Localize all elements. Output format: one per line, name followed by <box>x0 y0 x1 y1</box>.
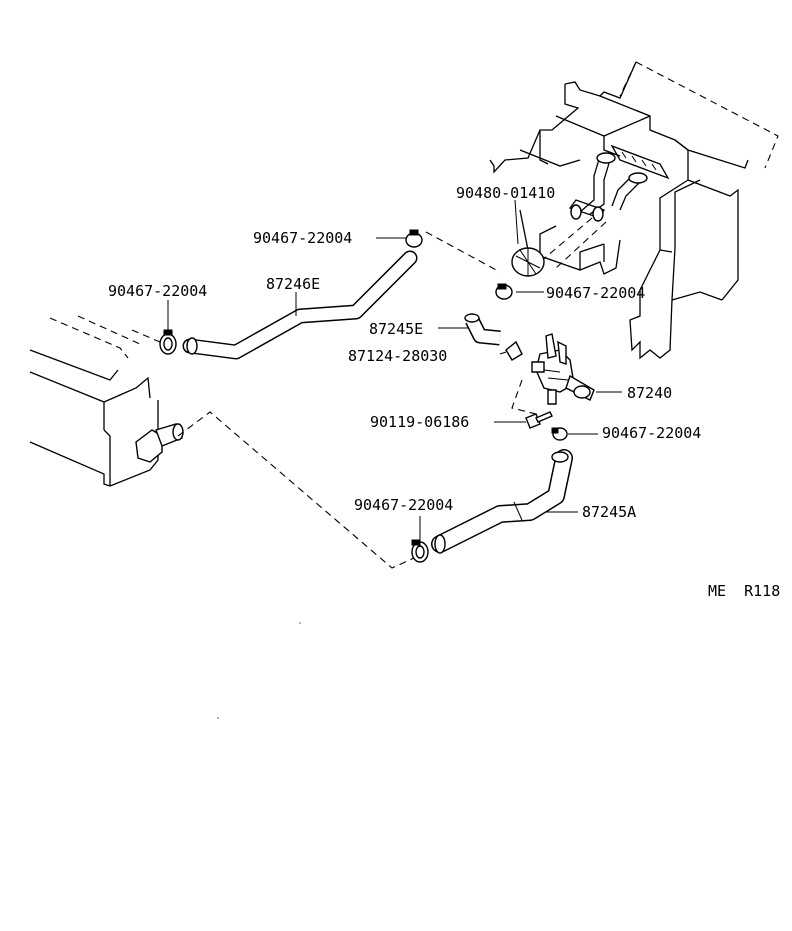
callout-clamp-valve-bottom: 90467-22004 <box>602 424 701 442</box>
engine-block <box>29 315 184 487</box>
clamp-valve-bottom <box>551 427 568 441</box>
clamp-small <box>505 340 523 361</box>
leader-lines <box>167 199 622 540</box>
callout-hose-lower: 87245A <box>582 503 636 521</box>
diagram-code: ME R118 <box>708 582 780 600</box>
clamp-valve-top <box>495 283 513 300</box>
callout-clamp-upper: 90467-22004 <box>253 229 352 247</box>
callout-hose-short: 87245E <box>369 320 423 338</box>
hose-lower <box>431 449 573 554</box>
clamp-upper <box>405 229 423 248</box>
callout-clamp-left: 90467-22004 <box>108 282 207 300</box>
callout-90480-01410: 90480-01410 <box>456 184 555 202</box>
callout-clamp-valve-top: 90467-22004 <box>546 284 645 302</box>
hose-upper <box>182 250 418 360</box>
water-valve <box>531 333 595 405</box>
callout-water-valve: 87240 <box>627 384 672 402</box>
hose-short <box>464 313 501 346</box>
bolt-part <box>525 411 553 429</box>
clamp-left <box>159 329 177 355</box>
callout-hose-upper: 87246E <box>266 275 320 293</box>
grommet-part <box>511 247 545 277</box>
scan-speck <box>217 717 219 719</box>
callout-clamp-small: 87124-28030 <box>348 347 447 365</box>
clamp-lower <box>411 539 429 563</box>
scan-speck <box>299 622 301 624</box>
callout-bolt: 90119-06186 <box>370 413 469 431</box>
heater-unit <box>489 61 779 360</box>
callout-clamp-lower: 90467-22004 <box>354 496 453 514</box>
